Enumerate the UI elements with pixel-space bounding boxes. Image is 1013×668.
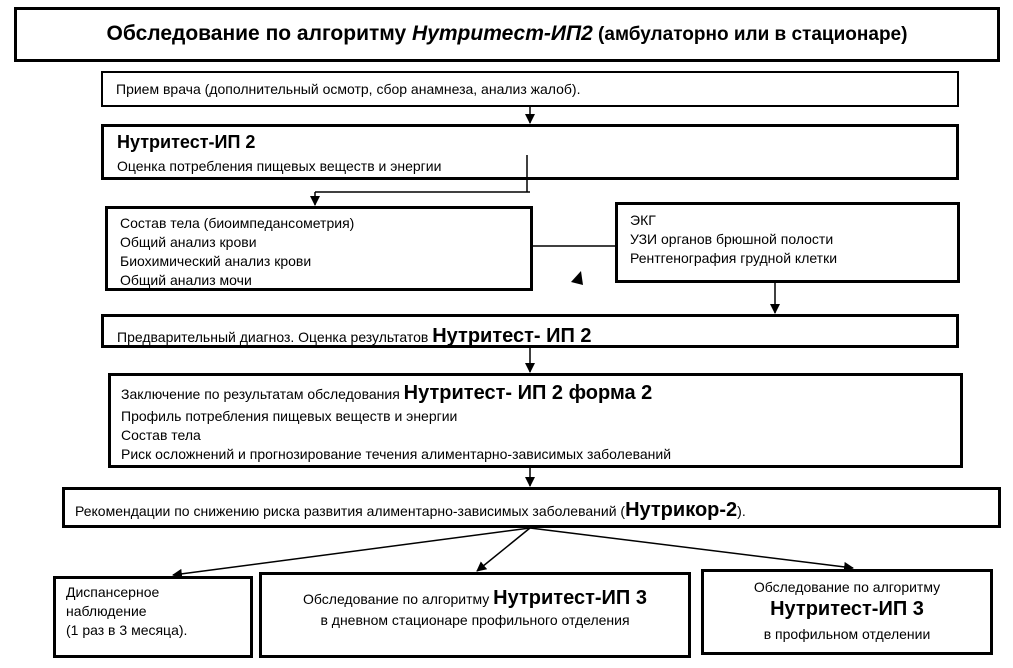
day-hospital-line2: в дневном стационаре профильного отделен… xyxy=(320,612,630,628)
recommendation-heading: Нутрикор-2 xyxy=(625,499,738,521)
dispensary-line: Диспансерное xyxy=(66,584,160,600)
instrumental-line: ЭКГ xyxy=(630,212,656,228)
conclusion-text: Заключение по результатам обследования xyxy=(121,386,404,402)
dispensary-box: Диспансерное наблюдение (1 раз в 3 месяц… xyxy=(53,576,253,658)
recommendation-suffix: ). xyxy=(737,503,746,519)
dispensary-line: наблюдение xyxy=(66,603,147,619)
instrumental-box: ЭКГ УЗИ органов брюшной полости Рентгено… xyxy=(615,202,960,283)
nutritest-box: Нутритест-ИП 2 Оценка потребления пищевы… xyxy=(101,124,959,180)
conclusion-line: Состав тела xyxy=(121,427,201,443)
conclusion-line: Профиль потребления пищевых веществ и эн… xyxy=(121,408,458,424)
conclusion-line: Риск осложнений и прогнозирование течени… xyxy=(121,446,672,462)
instrumental-line: УЗИ органов брюшной полости xyxy=(630,231,834,247)
body-test-line: Общий анализ крови xyxy=(120,234,257,250)
nutritest-heading: Нутритест-ИП 2 xyxy=(117,132,256,152)
diagnosis-heading: Нутритест- ИП 2 xyxy=(432,325,592,347)
day-hospital-text: Обследование по алгоритму xyxy=(303,591,494,607)
department-line1: Обследование по алгоритму xyxy=(753,579,941,595)
day-hospital-box: Обследование по алгоритму Нутритест-ИП 3… xyxy=(259,572,691,658)
body-test-line: Состав тела (биоимпедансометрия) xyxy=(120,215,355,231)
department-line3: в профильном отделении xyxy=(763,626,931,642)
department-heading: Нутритест-ИП 3 xyxy=(770,598,924,620)
conclusion-box: Заключение по результатам обследования Н… xyxy=(108,373,963,468)
arrow-to-department xyxy=(529,527,854,572)
title-suffix: (амбулаторно или в стационаре) xyxy=(592,24,908,45)
diagnosis-text: Предварительный диагноз. Оценка результа… xyxy=(117,329,433,345)
conclusion-heading: Нутритест- ИП 2 форма 2 xyxy=(403,382,653,404)
title-highlight: Нутритест-ИП2 xyxy=(412,22,593,45)
day-hospital-heading: Нутритест-ИП 3 xyxy=(493,587,647,609)
instrumental-line: Рентгенография грудной клетки xyxy=(630,250,838,266)
title-prefix: Обследование по алгоритму xyxy=(106,22,413,45)
body-tests-box: Состав тела (биоимпедансометрия) Общий а… xyxy=(105,206,533,291)
body-test-line: Биохимический анализ крови xyxy=(120,253,312,269)
doctor-box: Прием врача (дополнительный осмотр, сбор… xyxy=(101,71,959,107)
title-box: Обследование по алгоритму Нутритест-ИП2 … xyxy=(14,7,1000,62)
recommendation-box: Рекомендации по снижению риска развития … xyxy=(62,487,1001,528)
diagnosis-box: Предварительный диагноз. Оценка результа… xyxy=(101,314,959,348)
arrow-to-dispensary xyxy=(172,527,531,579)
nutritest-text: Оценка потребления пищевых веществ и эне… xyxy=(117,158,442,174)
triangle-marker xyxy=(571,271,583,285)
recommendation-text: Рекомендации по снижению риска развития … xyxy=(75,503,626,519)
arrow-to-day-hospital xyxy=(476,527,531,572)
dispensary-line: (1 раз в 3 месяца). xyxy=(66,622,188,638)
diagram-title: Обследование по алгоритму Нутритест-ИП2 … xyxy=(17,22,997,46)
doctor-text: Прием врача (дополнительный осмотр, сбор… xyxy=(116,81,581,97)
body-test-line: Общий анализ мочи xyxy=(120,272,252,288)
